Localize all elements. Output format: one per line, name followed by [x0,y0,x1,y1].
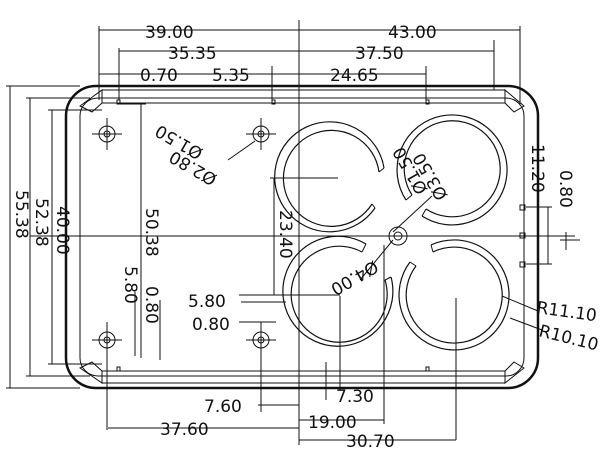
dim-43: 43.00 [388,23,437,43]
dim-580-mid: 5.80 [188,292,226,312]
dim-2340: 23.40 [275,210,295,259]
dim-5538: 55.38 [11,190,31,239]
top-dimensions [98,26,521,104]
dim-3535: 35.35 [168,44,217,64]
dim-2465: 24.65 [330,66,379,86]
pocket-bottom-right [398,239,510,440]
dim-070: 0.70 [140,66,178,86]
dim-1900: 19.00 [308,413,357,433]
dim-375: 37.50 [355,44,404,64]
dim-5038: 50.38 [141,208,161,257]
dim-r1010: R10.10 [537,321,601,355]
diameter-leaders [227,140,433,281]
dim-3070: 30.70 [346,432,395,452]
mounting-hole-top-mid [246,118,276,150]
left-dimensions [6,85,161,389]
board-outline [64,84,540,390]
middle-dimensions [108,178,456,441]
dim-dia400: Ø4.00 [327,256,381,299]
dim-3760: 37.60 [160,420,209,440]
dim-730: 7.30 [336,387,374,407]
pocket-top-left [270,121,385,233]
dim-4000: 40.00 [52,206,72,255]
right-dimensions [501,206,580,331]
mounting-hole-bottom-left [92,322,122,430]
dim-080-left: 0.80 [141,286,161,324]
center-lines [30,20,575,445]
dim-5238: 52.38 [31,198,51,247]
dim-580-left: 5.80 [120,266,140,304]
dim-080-mid: 0.80 [192,315,230,335]
mounting-hole-top-left [92,118,122,150]
dim-39: 39.00 [145,23,194,43]
mounting-hole-bottom-mid [246,322,276,412]
pocket-top-right [396,114,508,226]
dim-535: 5.35 [212,66,250,86]
dim-080-right: 0.80 [555,170,575,208]
dim-760: 7.60 [204,397,242,417]
dim-1120: 11.20 [527,144,547,193]
